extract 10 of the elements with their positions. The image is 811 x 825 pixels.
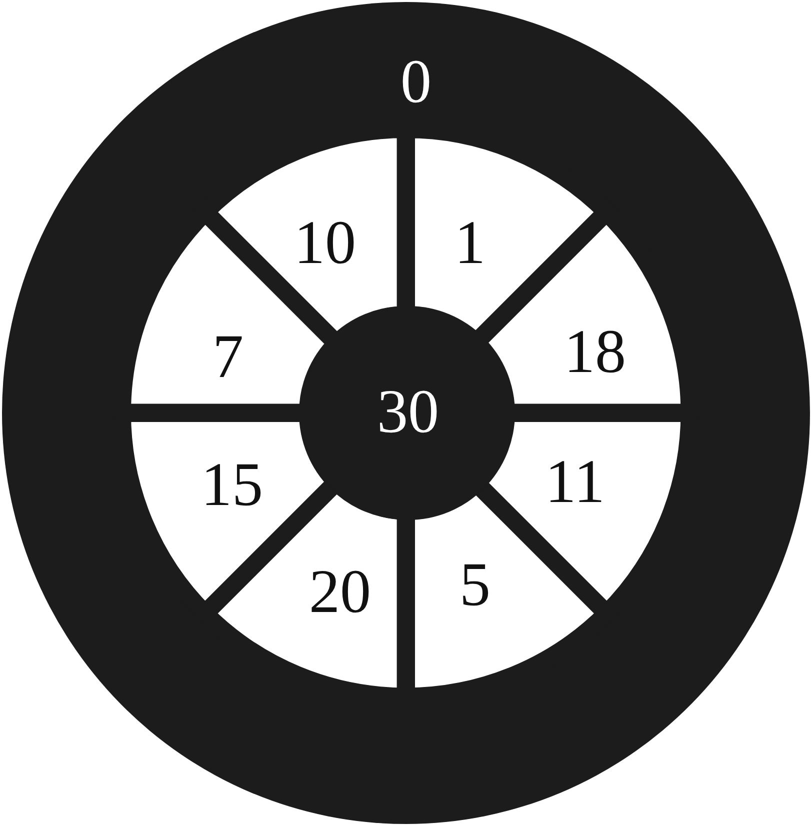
sector-number: 20 <box>308 560 371 623</box>
sector-number: 1 <box>454 212 486 274</box>
sector-number: 11 <box>545 451 605 513</box>
ring-number: 0 <box>400 51 432 113</box>
sector-number: 15 <box>201 454 263 516</box>
bullseye-number: 30 <box>377 381 439 443</box>
sector-number: 7 <box>212 326 244 388</box>
sector-number: 18 <box>564 320 626 383</box>
sector-number: 5 <box>460 554 490 616</box>
sector-number: 10 <box>294 212 356 274</box>
